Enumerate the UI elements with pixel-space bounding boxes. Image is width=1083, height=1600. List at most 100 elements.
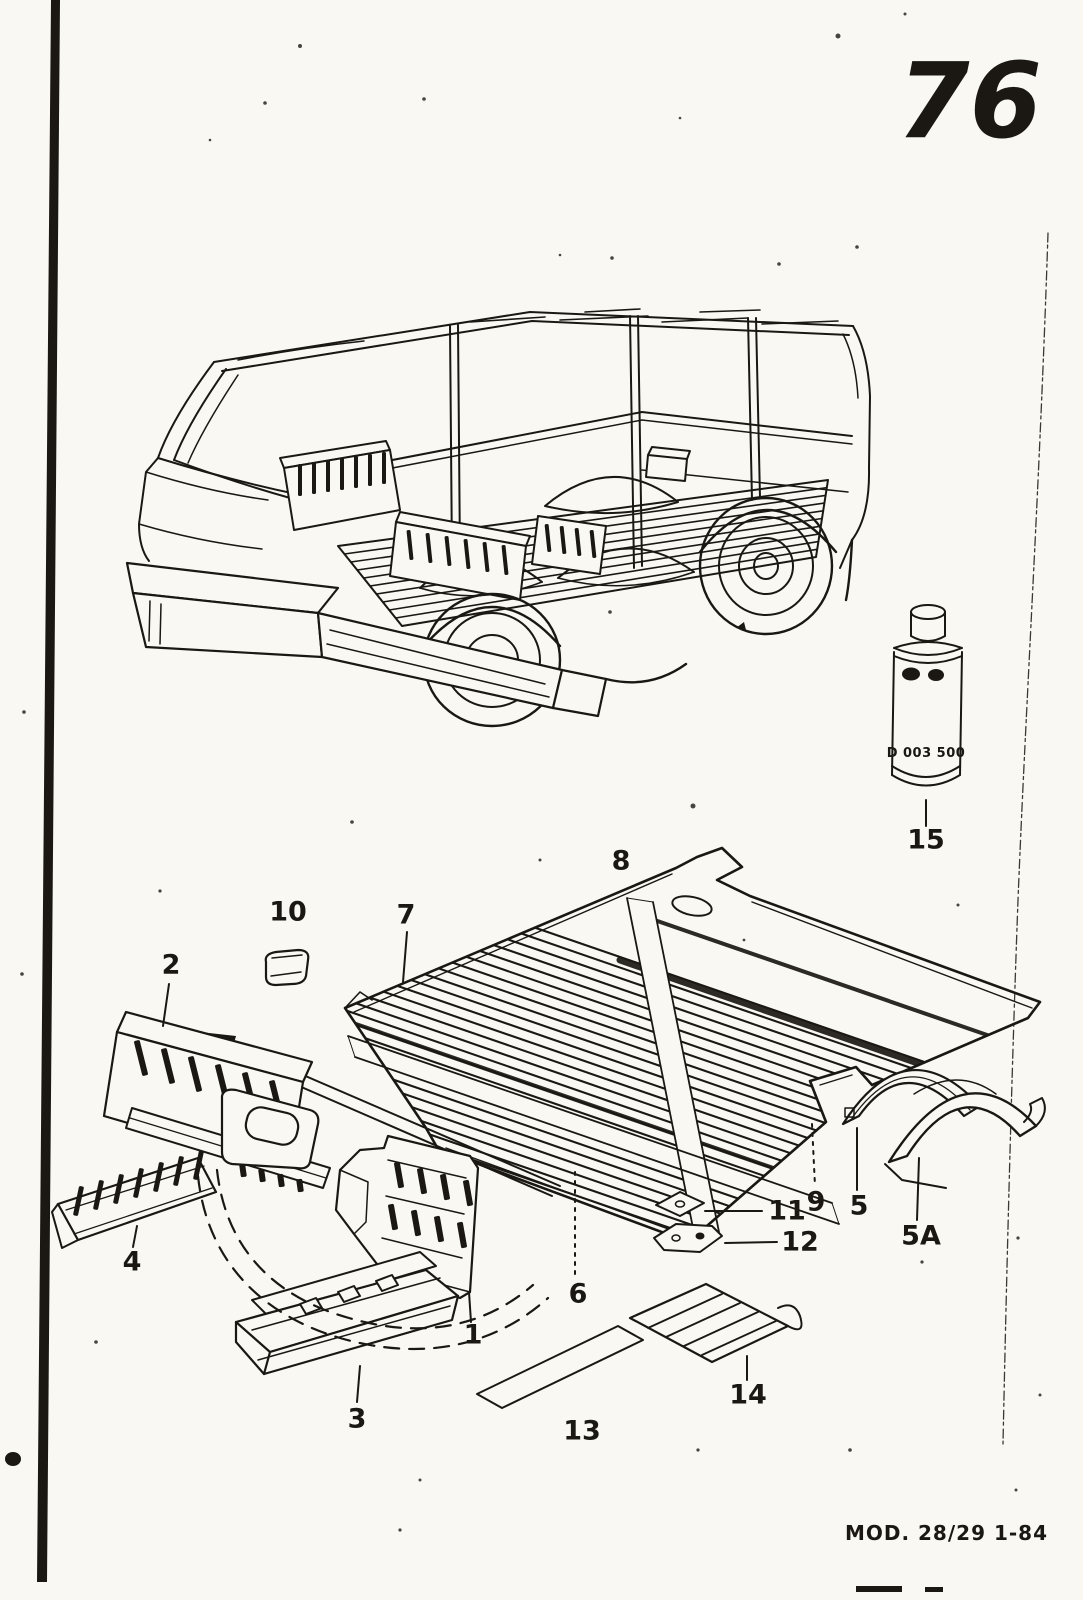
speckle bbox=[208, 138, 212, 142]
panel-slot bbox=[188, 1056, 202, 1092]
scan-mark bbox=[925, 1587, 943, 1592]
panel-slot bbox=[173, 1156, 184, 1186]
part-callout-5A: 5A bbox=[901, 1221, 941, 1252]
panel-slot bbox=[73, 1186, 84, 1216]
panel-hole bbox=[671, 895, 713, 917]
exploded-diagram bbox=[51, 846, 1046, 1409]
panel-slot bbox=[544, 524, 552, 552]
panel-slot bbox=[239, 1163, 247, 1178]
panel-slot bbox=[482, 542, 490, 572]
speckle bbox=[835, 33, 841, 39]
panel-slot bbox=[434, 1215, 444, 1243]
speckle bbox=[742, 938, 746, 942]
scan-speckles bbox=[20, 12, 1042, 1532]
rib-line bbox=[394, 548, 819, 619]
panel-slot bbox=[382, 452, 386, 484]
can-part-number: D 003 500 bbox=[887, 746, 966, 761]
speckle bbox=[263, 101, 267, 105]
panel-slot bbox=[574, 528, 582, 556]
speckle bbox=[1038, 1393, 1042, 1397]
panel-slot bbox=[440, 1173, 450, 1201]
speckle bbox=[158, 889, 162, 893]
callout-leader-3 bbox=[356, 1365, 361, 1403]
scan-mark bbox=[856, 1586, 902, 1592]
speckle bbox=[848, 1448, 852, 1452]
panel-slot bbox=[411, 1209, 421, 1237]
callout-leader-5A bbox=[916, 1157, 920, 1221]
panel-slot bbox=[368, 454, 372, 486]
speckle bbox=[777, 262, 781, 266]
panel-slot bbox=[354, 456, 358, 488]
can-dot bbox=[902, 667, 920, 681]
floor-dome bbox=[544, 476, 679, 515]
part-callout-9: 9 bbox=[807, 1187, 826, 1218]
speckle bbox=[690, 803, 696, 809]
part-callout-14: 14 bbox=[729, 1380, 767, 1411]
panel-slot bbox=[463, 539, 471, 569]
roof-hatching bbox=[469, 308, 839, 325]
part-handle-plate bbox=[220, 1088, 320, 1193]
part-callout-8: 8 bbox=[612, 846, 631, 877]
spray-can: D 003 500 bbox=[887, 604, 966, 787]
part-callout-15: 15 bbox=[907, 825, 945, 856]
van-side bbox=[329, 315, 871, 569]
panel-slot bbox=[153, 1162, 164, 1192]
panel-slot bbox=[463, 1179, 473, 1207]
panel-slot bbox=[444, 536, 452, 566]
speckle bbox=[696, 1448, 700, 1452]
speckle bbox=[678, 116, 682, 120]
panel-slot bbox=[134, 1040, 148, 1076]
callout-leader-4 bbox=[132, 1225, 138, 1248]
ink-blot bbox=[5, 1452, 21, 1466]
part-callout-6: 6 bbox=[569, 1279, 588, 1310]
part-callout-5: 5 bbox=[850, 1191, 869, 1222]
panel-slot bbox=[326, 460, 330, 492]
part-callout-11: 11 bbox=[768, 1196, 806, 1227]
speckle bbox=[418, 1478, 422, 1482]
part-3-sill bbox=[234, 1251, 460, 1376]
van-nose bbox=[138, 457, 269, 562]
part-1-panel bbox=[334, 1134, 480, 1300]
panel-slot bbox=[133, 1168, 144, 1198]
speckle bbox=[350, 820, 354, 824]
callout-leader-2 bbox=[162, 983, 170, 1027]
d-pillar bbox=[747, 317, 761, 501]
callout-leader-1 bbox=[468, 1291, 472, 1323]
panel-slot bbox=[193, 1150, 204, 1180]
panel-slot bbox=[388, 1203, 398, 1231]
footer-code: MOD. 28/29 1-84 bbox=[845, 1521, 1048, 1545]
speckle bbox=[1016, 1236, 1020, 1240]
panel-slot bbox=[559, 526, 567, 554]
speckle bbox=[558, 253, 562, 257]
speckle bbox=[855, 245, 859, 249]
part-11-plate bbox=[655, 1191, 705, 1217]
panel-slot bbox=[394, 1161, 404, 1189]
panel-slot bbox=[298, 464, 302, 496]
panel-slot bbox=[340, 458, 344, 490]
callout-leader-12 bbox=[724, 1241, 778, 1244]
speckle bbox=[903, 12, 907, 16]
speckle bbox=[1014, 1488, 1018, 1492]
right-margin-line bbox=[1002, 232, 1049, 1445]
tank-bump bbox=[645, 446, 691, 482]
speckle bbox=[538, 858, 542, 862]
callout-leader-7 bbox=[402, 931, 408, 983]
part-10-grommet bbox=[264, 948, 310, 987]
speckle bbox=[20, 972, 24, 976]
part-13-sheet bbox=[476, 1325, 644, 1409]
panel-slot bbox=[589, 530, 597, 558]
panel-slot bbox=[417, 1167, 427, 1195]
panel-slot bbox=[277, 1173, 285, 1188]
left-margin-bar bbox=[37, 0, 60, 1582]
c-pillar bbox=[629, 315, 643, 569]
panel-slot bbox=[258, 1168, 266, 1183]
speckle bbox=[298, 44, 302, 48]
rib-line bbox=[388, 540, 820, 611]
part-5a-arch bbox=[884, 1079, 1046, 1189]
speckle bbox=[22, 710, 26, 714]
panel-slot bbox=[406, 530, 414, 560]
